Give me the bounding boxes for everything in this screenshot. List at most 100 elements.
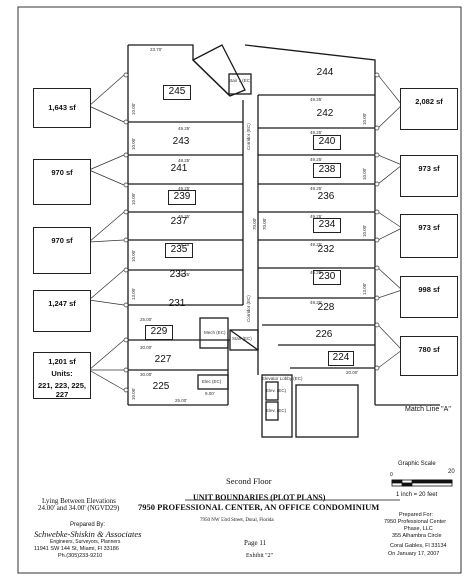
dim-label: 49.25' [178,242,191,247]
unit-242: 242 [316,108,334,119]
dim-label: 49.25' [310,97,323,102]
dim-label: 49.25' [178,272,191,277]
title-line-2: 7950 PROFESSIONAL CENTER, AN OFFICE COND… [138,502,380,512]
area-sf: 1,247 sf [48,299,76,308]
unit-238: 238 [313,163,341,178]
area-sf: 970 sf [51,236,73,245]
elevation-line-2: 24.00' and 34.00' (NGVD29) [38,504,120,512]
stair-label: Stair (EC) [232,336,252,341]
address-line: 7950 NW 53rd Street, Doral, Florida [200,518,274,523]
dim-label-vertical: 10.00' [362,224,367,237]
area-sf: 1,643 sf [48,103,76,112]
dim-label-vertical: 10.00' [131,192,136,205]
unit-231: 231 [168,298,186,309]
area-sf: 780 sf [418,345,440,354]
unit-240: 240 [313,135,341,150]
graphic-scale-title: Graphic Scale [398,461,436,467]
scale-zero: 0 [390,472,393,478]
dim-label-vertical: 13.00' [131,287,136,300]
title-line-1: UNIT BOUNDARIES (PLOT PLANS) [193,493,326,502]
dim-label-vertical: 13.00' [362,282,367,295]
dim-label: 49.25' [310,130,323,135]
firm-subtitle: Engineers, Surveyors, Planners [50,539,121,545]
elevation-line-1: Lying Between Elevations [42,497,116,505]
unit-228: 228 [317,302,335,313]
area-box-right-1: 2,082 sf [400,88,458,130]
dim-label: 30.00' [140,345,153,350]
dim-label: 49.25' [178,126,191,131]
dim-label: 25.00' [140,317,153,322]
dim-label: 20.00' [346,370,359,375]
area-box-left-4: 1,247 sf [33,290,91,332]
floor-title: Second Floor [226,476,272,486]
unit-233: 233 [169,269,187,280]
dim-label-vertical: 10.00' [131,249,136,262]
unit-232: 232 [317,244,335,255]
dim-label-vertical: 10.00' [362,112,367,125]
dim-label-vertical: 10.00' [362,167,367,180]
unit-229: 229 [145,325,173,340]
unit-227: 227 [154,354,172,365]
dim-label: 49.25' [310,157,323,162]
dim-label: 25.00' [175,398,188,403]
dim-label-vertical: 10.00' [131,137,136,150]
unit-225: 225 [152,381,170,392]
unit-226: 226 [315,329,333,340]
unit-236: 236 [317,191,335,202]
prepared-for-label: Prepared For: [399,512,433,518]
area-box-right-3: 973 sf [400,214,458,258]
area-box-left-1: 1,643 sf [33,88,91,128]
dim-label-vertical: 10.00' [131,102,136,115]
unit-230: 230 [313,270,341,285]
elevator-label: Elev. (EC) [266,388,287,393]
prepared-by-label: Prepared By: [70,522,106,528]
firm-phone: Ph.(305)233-9210 [58,553,103,559]
dim-label: 49.25' [178,214,191,219]
area-sf: 970 sf [51,168,73,177]
stair-label: Stair 1 (EC) [228,78,252,83]
elevator-lobby-label: Elevator Lobby (EC) [262,376,303,381]
unit-239: 239 [168,190,196,205]
scale-twenty: 20 [448,469,455,475]
elevator-label: Elev. (EC) [266,408,287,413]
firm-name: Schwebke-Shiskin & Associates [34,529,142,539]
dim-label: 9.00' [205,391,215,396]
units-label: Units: [51,369,73,378]
dim-label: 49.25' [310,186,323,191]
dim-label: 30.00' [140,372,153,377]
unit-241: 241 [170,163,188,174]
dim-label: 49.25' [310,214,323,219]
unit-243: 243 [172,136,190,147]
unit-245: 245 [163,85,191,100]
client-line-2: Phase, LLC [404,526,433,532]
area-sf: 973 sf [418,223,440,232]
unit-234: 234 [313,218,341,233]
dim-label-vertical: 70.00' [252,217,257,230]
area-sf: 973 sf [418,164,440,173]
area-box-right-4: 998 sf [400,276,458,318]
dim-label: 23.70' [150,47,163,52]
area-box-left-3: 970 sf [33,227,91,274]
unit-237: 237 [170,216,188,227]
exhibit-label: Exhibit "2" [246,553,274,559]
area-box-right-2: 973 sf [400,155,458,197]
dim-label: 49.25' [310,300,323,305]
dim-label-vertical: Corridor (EC) [246,123,251,150]
firm-address: 11941 SW 144 St, Miami, Fl 33186 [34,546,119,552]
dim-label: 49.25' [310,242,323,247]
units-list: 221, 223, 225, 227 [38,381,86,399]
area-sf: 2,082 sf [415,97,443,106]
area-sf: 998 sf [418,285,440,294]
scale-note: 1 inch = 20 feet [396,492,438,498]
client-date: On January 17, 2007 [388,551,440,557]
unit-235: 235 [165,243,193,258]
area-box-left-2: 970 sf [33,159,91,205]
unit-224: 224 [328,351,354,366]
area-sf: 1,201 sf [48,357,76,366]
client-line-3: 355 Alhambra Circle [392,533,442,539]
dim-label: 48.25' [178,158,191,163]
dim-label-vertical: Corridor (EC) [246,295,251,322]
area-box-left-5: 1,201 sf Units: 221, 223, 225, 227 [33,352,91,399]
